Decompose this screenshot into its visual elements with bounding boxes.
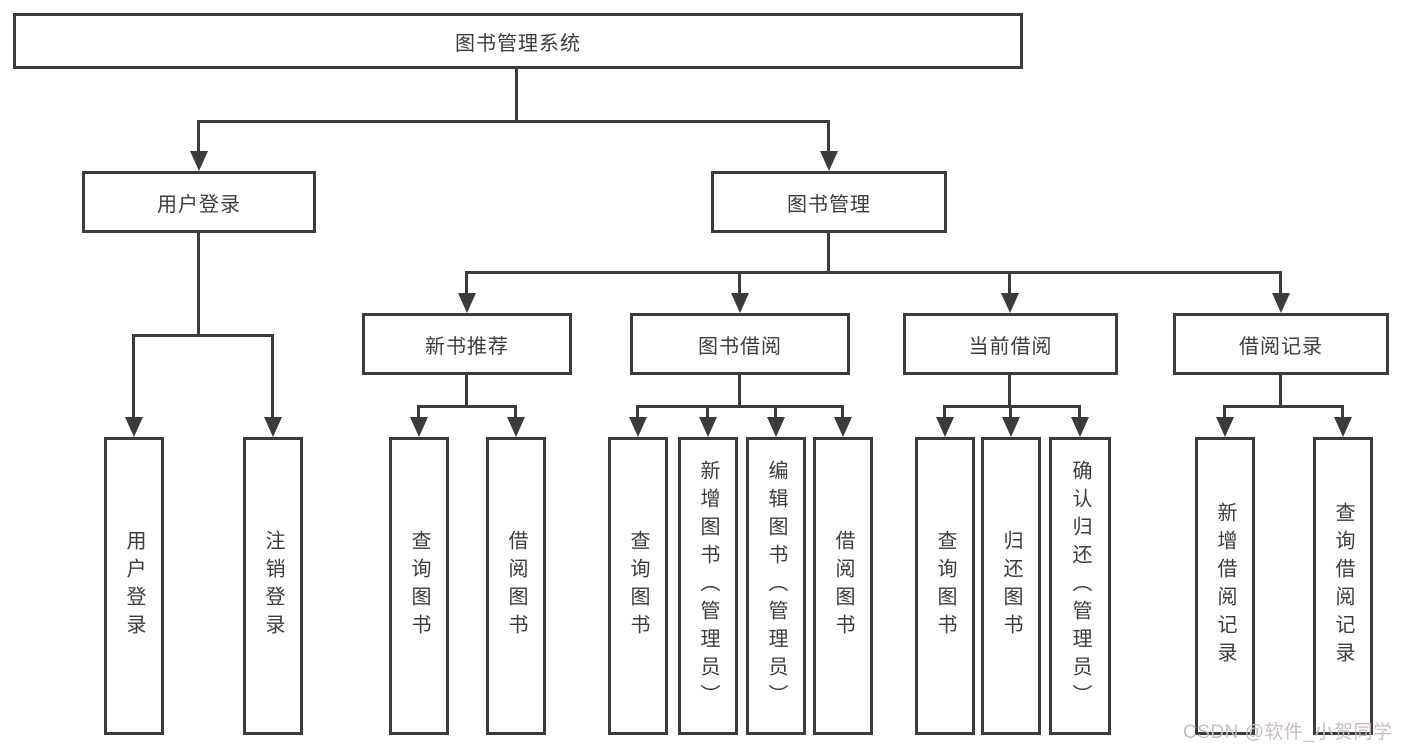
node-current-borrowing: 当前借阅 (903, 313, 1118, 375)
leaf-label: 注销登录 (262, 530, 284, 642)
arrowhead (629, 417, 647, 437)
leaf-add-borrow-record: 新增借阅记录 (1195, 437, 1255, 735)
connector-line (706, 405, 709, 419)
arrowhead (1334, 417, 1352, 437)
arrowhead (1071, 417, 1089, 437)
connector-line (841, 405, 844, 419)
leaf-edit-books-admin: 编辑图书（管理员） (746, 437, 806, 735)
leaf-label: 新增借阅记录 (1214, 502, 1236, 670)
connector-line (197, 120, 200, 156)
node-label: 图书管理系统 (455, 32, 581, 55)
connector-line (636, 405, 639, 419)
connector-line (465, 375, 468, 408)
connector-line (774, 405, 777, 419)
leaf-query-books-borrow: 查询图书 (608, 437, 668, 735)
connector-line (636, 405, 844, 408)
arrowhead (1216, 417, 1234, 437)
arrowhead (767, 417, 785, 437)
leaf-add-books-admin: 新增图书（管理员） (678, 437, 738, 735)
leaf-label: 借阅图书 (505, 530, 527, 642)
connector-line (132, 334, 135, 420)
arrowhead (125, 417, 143, 437)
node-new-book-recommend: 新书推荐 (362, 313, 572, 375)
arrowhead (1272, 293, 1290, 313)
node-label: 借阅记录 (1239, 335, 1323, 358)
node-library-management-system: 图书管理系统 (13, 13, 1023, 69)
connector-line (417, 405, 420, 419)
connector-line (943, 405, 946, 419)
connector-line (514, 405, 517, 419)
leaf-label: 查询图书 (408, 530, 430, 642)
leaf-confirm-return-admin: 确认归还（管理员） (1049, 437, 1111, 735)
connector-line (1223, 405, 1344, 408)
leaf-label: 查询图书 (627, 530, 649, 642)
leaf-query-books-recommend: 查询图书 (389, 437, 449, 735)
leaf-label: 查询图书 (934, 530, 956, 642)
arrowhead (1001, 293, 1019, 313)
connector-line (465, 271, 468, 295)
connector-line (197, 233, 200, 337)
connector-line (197, 120, 830, 123)
leaf-borrow-books-recommend: 借阅图书 (486, 437, 546, 735)
node-label: 用户登录 (157, 193, 241, 216)
leaf-label: 归还图书 (1000, 530, 1022, 642)
arrowhead (507, 417, 525, 437)
leaf-borrow-books: 借阅图书 (813, 437, 873, 735)
connector-line (1008, 375, 1011, 408)
leaf-return-books: 归还图书 (981, 437, 1041, 735)
node-borrowing-records: 借阅记录 (1173, 313, 1389, 375)
arrowhead (936, 417, 954, 437)
connector-line (132, 334, 274, 337)
leaf-label: 确认归还（管理员） (1069, 460, 1091, 712)
node-book-borrowing: 图书借阅 (630, 313, 850, 375)
connector-line (1009, 405, 1012, 419)
arrowhead (190, 151, 208, 171)
leaf-user-login: 用户登录 (104, 437, 164, 735)
leaf-logout: 注销登录 (243, 437, 303, 735)
connector-line (515, 69, 518, 120)
connector-line (1008, 271, 1011, 295)
arrowhead (410, 417, 428, 437)
watermark-text: CSDN @软件_小贺同学 (1183, 722, 1393, 743)
leaf-label: 编辑图书（管理员） (765, 460, 787, 712)
leaf-label: 新增图书（管理员） (697, 460, 719, 712)
leaf-label: 用户登录 (123, 530, 145, 642)
arrowhead (834, 417, 852, 437)
arrowhead (458, 293, 476, 313)
arrowhead (731, 293, 749, 313)
node-label: 当前借阅 (968, 335, 1053, 358)
leaf-label: 借阅图书 (832, 530, 854, 642)
arrowhead (1002, 417, 1020, 437)
node-book-management: 图书管理 (711, 171, 947, 233)
connector-line (465, 271, 1282, 274)
connector-line (827, 233, 830, 274)
leaf-query-borrow-record: 查询借阅记录 (1313, 437, 1373, 735)
node-label: 图书管理 (787, 193, 871, 216)
connector-line (1279, 375, 1282, 408)
connector-line (417, 405, 517, 408)
connector-line (738, 271, 741, 295)
connector-line (1279, 271, 1282, 295)
connector-line (1341, 405, 1344, 419)
leaf-label: 查询借阅记录 (1332, 502, 1354, 670)
arrowhead (264, 417, 282, 437)
connector-line (827, 120, 830, 156)
connector-line (1223, 405, 1226, 419)
node-user-login: 用户登录 (82, 171, 316, 233)
connector-line (943, 405, 1081, 408)
connector-line (271, 334, 274, 420)
arrowhead (820, 151, 838, 171)
node-label: 新书推荐 (425, 335, 509, 358)
node-label: 图书借阅 (698, 335, 782, 358)
leaf-query-books-current: 查询图书 (915, 437, 975, 735)
connector-line (738, 375, 741, 408)
connector-line (1078, 405, 1081, 419)
arrowhead (699, 417, 717, 437)
